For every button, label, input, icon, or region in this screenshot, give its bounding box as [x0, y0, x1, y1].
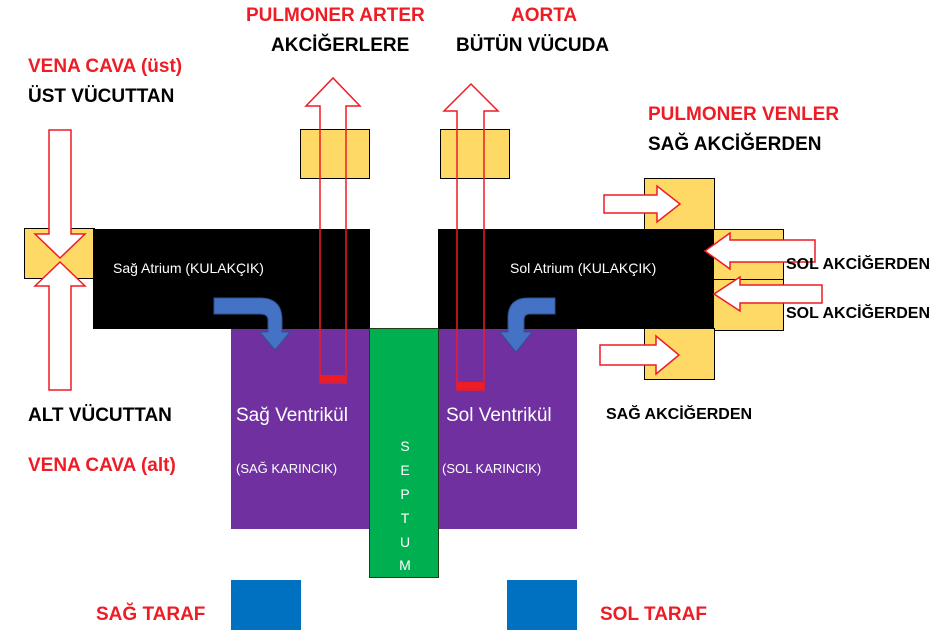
- pulmonary-artery-label: PULMONER ARTER: [246, 5, 425, 26]
- lower-body-label: ALT VÜCUTTAN: [28, 405, 172, 426]
- from-right-lung-top-label: SAĞ AKCİĞERDEN: [648, 134, 822, 155]
- aorta-box: [440, 129, 510, 179]
- left-ventricle-sublabel: (SOL KARINCIK): [442, 461, 542, 476]
- aorta-label: AORTA: [511, 5, 578, 26]
- left-av-flow-arrow: [498, 297, 556, 353]
- left-side-marker: [507, 580, 577, 630]
- septum-letter: U: [399, 534, 411, 550]
- from-right-lung-bottom-label: SAĞ AKCİĞERDEN: [606, 406, 753, 423]
- right-ventricle-label: Sağ Ventrikül: [236, 405, 348, 426]
- septum: [369, 328, 439, 578]
- pulmonary-veins-label: PULMONER VENLER: [648, 104, 840, 125]
- left-atrium-label: Sol Atrium (KULAKÇIK): [510, 260, 657, 276]
- from-left-lung-label-1: SOL AKCİĞERDEN: [786, 256, 931, 273]
- septum-letter: P: [400, 486, 410, 502]
- from-left-lung-label-2: SOL AKCİĞERDEN: [786, 305, 931, 322]
- left-ventricle: [438, 329, 577, 529]
- right-ventricle-sublabel: (SAĞ KARINCIK): [236, 461, 338, 476]
- right-pulmonary-vein-arrow-bottom: [599, 334, 681, 376]
- right-side-marker: [231, 580, 301, 630]
- septum-letter: M: [399, 557, 411, 573]
- septum-letter: E: [400, 462, 410, 478]
- left-side-label: SOL TARAF: [600, 604, 707, 625]
- upper-body-label: ÜST VÜCUTTAN: [28, 86, 175, 107]
- right-pulmonary-vein-arrow-top: [603, 184, 682, 224]
- aorta-arrow: [442, 82, 500, 391]
- pulmonary-artery-box: [300, 129, 370, 179]
- septum-letter: T: [400, 510, 410, 526]
- pulmonary-valve-mark: [320, 375, 346, 382]
- septum-letter: S: [400, 438, 410, 454]
- vena-cava-bottom-arrow: [33, 260, 87, 391]
- whole-body-label: BÜTÜN VÜCUDA: [456, 35, 610, 56]
- pulmonary-artery-arrow: [304, 76, 362, 384]
- vena-cava-top-arrow: [33, 129, 87, 260]
- left-pulmonary-vein-arrow-1: [703, 231, 816, 271]
- right-av-flow-arrow: [213, 297, 292, 351]
- vena-cava-bottom-label: VENA CAVA (alt): [28, 455, 176, 476]
- aortic-valve-mark: [457, 382, 484, 389]
- right-atrium-label: Sağ Atrium (KULAKÇIK): [113, 260, 264, 276]
- left-ventricle-label: Sol Ventrikül: [446, 405, 552, 426]
- to-lungs-label: AKCİĞERLERE: [271, 35, 410, 56]
- right-ventricle: [231, 329, 370, 529]
- right-side-label: SAĞ TARAF: [96, 604, 206, 625]
- vena-cava-top-label: VENA CAVA (üst): [28, 56, 183, 77]
- left-pulmonary-vein-arrow-2: [712, 275, 823, 313]
